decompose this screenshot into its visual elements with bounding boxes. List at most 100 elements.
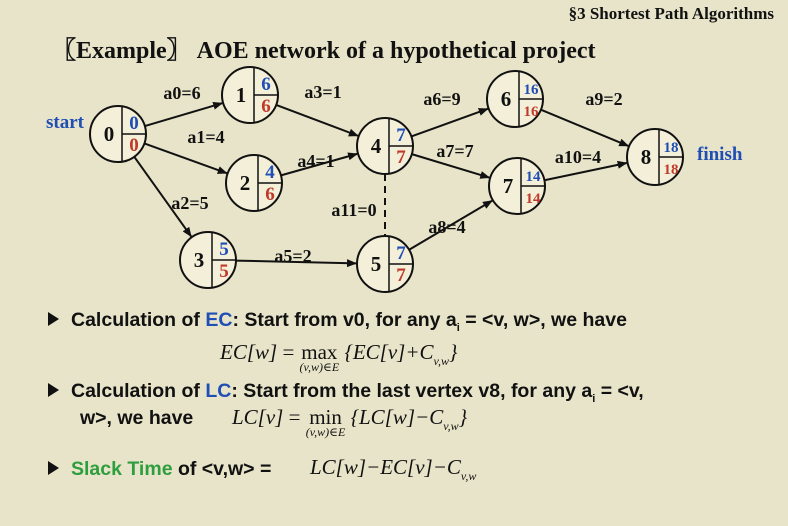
node-id: 5 (371, 252, 382, 276)
edge-label-a8: a8=4 (428, 217, 465, 237)
section-heading: §3 Shortest Path Algorithms (568, 4, 774, 23)
ec-formula-op-under: (v,w)∈E (299, 360, 340, 374)
node-lc-value: 7 (396, 265, 406, 286)
node-lc-value: 6 (265, 184, 275, 205)
lc-formula-end: } (458, 405, 468, 429)
node-circle (179, 231, 237, 289)
ec-formula-lhs: EC[w] (220, 340, 278, 364)
node-ec-value: 4 (265, 162, 275, 183)
node-circle (221, 66, 279, 124)
edge-label-a1: a1=4 (187, 127, 224, 147)
bullet-ec-sub: i (456, 322, 460, 334)
finish-label: finish (697, 144, 743, 165)
edge-arrow-a8 (408, 199, 493, 251)
lc-formula-eq: = (283, 405, 306, 429)
bullet-ec: Calculation of EC: Start from v0, for an… (48, 309, 627, 334)
node-ec-value: 5 (219, 239, 229, 260)
edge-arrow-a3 (275, 103, 359, 137)
node-id: 0 (104, 122, 115, 146)
bullet-lc-text-end: = <v, (595, 380, 644, 402)
node-id: 1 (236, 83, 247, 107)
ec-formula-op: max(v,w)∈E (300, 340, 340, 375)
node-circle (488, 157, 546, 215)
node-ec-value: 6 (261, 74, 271, 95)
bullet-ec-prefix: Calculation of (71, 309, 206, 331)
slack-formula-sub: v,w (460, 469, 477, 483)
ec-formula: EC[w] = max(v,w)∈E {EC[v]+Cv,w} (220, 340, 457, 375)
bullet-lc-sub: i (592, 393, 596, 405)
slack-formula: LC[w]−EC[v]−Cv,w (310, 455, 476, 484)
node-id: 7 (503, 174, 514, 198)
edges-layer: a0=6a1=4a2=5a3=1a4=1a5=2a6=9a7=7a8=4a9=2… (133, 82, 630, 268)
edge-label-a3: a3=1 (304, 82, 341, 102)
start-label: start (46, 112, 85, 133)
node-circle (89, 105, 147, 163)
edge-label-a11: a11=0 (331, 200, 376, 220)
bullet-arrow-icon (48, 460, 59, 475)
node-circle (626, 128, 684, 186)
node-ec-value: 14 (526, 169, 542, 185)
node-lc-value: 7 (396, 147, 406, 168)
bullet-arrow-icon (48, 382, 59, 397)
node-lc-value: 6 (261, 96, 271, 117)
ec-keyword: EC (205, 309, 233, 331)
node-ec-value: 18 (664, 140, 679, 156)
lc-keyword: LC (205, 380, 232, 402)
bullet-lc-line2: w>, we have (80, 407, 194, 429)
edge-arrow-a5 (235, 259, 358, 268)
node-id: 2 (240, 171, 251, 195)
lc-formula: LC[v] = min(v,w)∈E {LC[w]−Cv,w} (232, 405, 467, 440)
node-lc-value: 5 (219, 261, 229, 282)
bullet-lc: Calculation of LC: Start from the last v… (48, 380, 644, 405)
edge-label-a5: a5=2 (274, 246, 311, 266)
bullet-arrow-icon (48, 311, 59, 326)
node-lc-value: 0 (129, 135, 139, 156)
ec-formula-end: } (448, 340, 458, 364)
node-circle (486, 70, 544, 128)
lc-formula-sub: v,w (443, 419, 459, 433)
edge-arrow-a9 (540, 108, 630, 147)
node-6: 6 16 16 (486, 70, 544, 128)
node-id: 4 (371, 134, 382, 158)
node-circle (356, 235, 414, 293)
edge-arrow-a1 (144, 142, 228, 175)
bullet-ec-text-end: = <v, w>, we have (459, 309, 627, 331)
edge-label-a4: a4=1 (297, 151, 334, 171)
slack-keyword: Slack Time (71, 458, 173, 480)
bullet-slack-text: of <v,w> = (172, 458, 272, 480)
edge-arrow-a10 (544, 160, 628, 182)
node-ec-value: 7 (396, 243, 406, 264)
lc-formula-body: {LC[w]−C (350, 405, 444, 429)
lc-formula-lhs: LC[v] (232, 405, 284, 429)
node-id: 3 (194, 248, 205, 272)
bullet-lc-text: : Start from the last vertex v8, for any… (231, 380, 593, 402)
edge-label-a6: a6=9 (423, 89, 460, 109)
bullet-slack: Slack Time of <v,w> = (48, 458, 271, 481)
ec-formula-sub: v,w (433, 354, 449, 368)
lc-formula-op-text: min (309, 405, 342, 429)
edge-label-a9: a9=2 (585, 89, 622, 109)
node-circle (225, 154, 283, 212)
ec-formula-eq: = (277, 340, 300, 364)
node-lc-value: 18 (664, 162, 679, 178)
node-id: 6 (501, 87, 512, 111)
edge-arrow-a7 (411, 153, 491, 179)
slide-title: 〖Example〗 AOE network of a hypothetical … (52, 38, 596, 64)
edge-arrow-a4 (280, 152, 359, 177)
edge-label-a0: a0=6 (163, 83, 200, 103)
edge-arrow-a6 (410, 107, 489, 138)
bullet-lc-prefix: Calculation of (71, 380, 206, 402)
edge-arrow-a0 (144, 101, 224, 128)
node-lc-value: 16 (524, 104, 540, 120)
node-ec-value: 16 (524, 82, 540, 98)
edge-arrow-a2 (133, 156, 192, 238)
